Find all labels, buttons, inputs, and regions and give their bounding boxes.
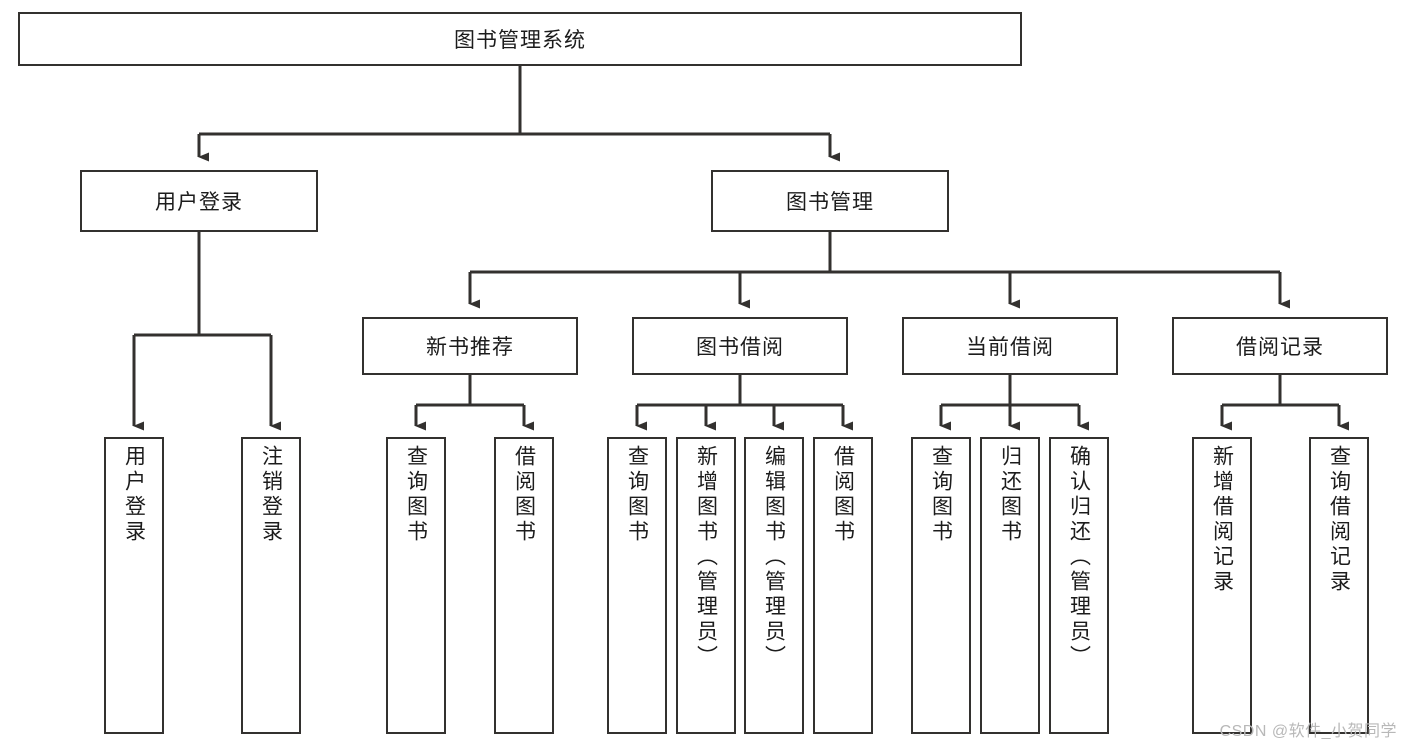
leaf-query-record[interactable]: 查询借阅记录	[1309, 437, 1369, 734]
leaf-add-record[interactable]: 新增借阅记录	[1192, 437, 1252, 734]
node-book-borrow-label: 图书借阅	[696, 336, 784, 359]
node-borrow-record-label: 借阅记录	[1236, 336, 1324, 359]
leaf-borrow-book-1-label: 借阅图书	[512, 445, 536, 545]
leaf-add-record-label: 新增借阅记录	[1210, 445, 1234, 595]
watermark: CSDN @软件_小贺同学	[1219, 723, 1397, 740]
leaf-confirm-return-label: 确认归还（管理员）	[1067, 445, 1091, 670]
leaf-query-book-3-label: 查询图书	[929, 445, 953, 545]
leaf-borrow-book-2[interactable]: 借阅图书	[813, 437, 873, 734]
node-new-book-recommend[interactable]: 新书推荐	[362, 317, 578, 375]
node-root[interactable]: 图书管理系统	[18, 12, 1022, 66]
leaf-query-record-label: 查询借阅记录	[1327, 445, 1351, 595]
node-root-label: 图书管理系统	[454, 29, 586, 52]
leaf-user-login-label: 用户登录	[122, 445, 146, 545]
leaf-query-book-2-label: 查询图书	[625, 445, 649, 545]
node-book-manage-label: 图书管理	[786, 191, 874, 214]
leaf-confirm-return[interactable]: 确认归还（管理员）	[1049, 437, 1109, 734]
node-new-book-recommend-label: 新书推荐	[426, 336, 514, 359]
node-book-borrow[interactable]: 图书借阅	[632, 317, 848, 375]
leaf-add-book[interactable]: 新增图书（管理员）	[676, 437, 736, 734]
leaf-borrow-book-1[interactable]: 借阅图书	[494, 437, 554, 734]
node-borrow-record[interactable]: 借阅记录	[1172, 317, 1388, 375]
leaf-logout-label: 注销登录	[259, 445, 283, 545]
leaf-query-book-2[interactable]: 查询图书	[607, 437, 667, 734]
node-book-manage[interactable]: 图书管理	[711, 170, 949, 232]
node-user-login-label: 用户登录	[155, 191, 243, 214]
node-user-login[interactable]: 用户登录	[80, 170, 318, 232]
leaf-edit-book[interactable]: 编辑图书（管理员）	[744, 437, 804, 734]
leaf-query-book-1-label: 查询图书	[404, 445, 428, 545]
leaf-add-book-label: 新增图书（管理员）	[694, 445, 718, 670]
leaf-user-login[interactable]: 用户登录	[104, 437, 164, 734]
leaf-return-book[interactable]: 归还图书	[980, 437, 1040, 734]
leaf-logout[interactable]: 注销登录	[241, 437, 301, 734]
leaf-query-book-3[interactable]: 查询图书	[911, 437, 971, 734]
leaf-edit-book-label: 编辑图书（管理员）	[762, 445, 786, 670]
leaf-query-book-1[interactable]: 查询图书	[386, 437, 446, 734]
leaf-return-book-label: 归还图书	[998, 445, 1022, 545]
node-current-borrow-label: 当前借阅	[966, 336, 1054, 359]
node-current-borrow[interactable]: 当前借阅	[902, 317, 1118, 375]
leaf-borrow-book-2-label: 借阅图书	[831, 445, 855, 545]
